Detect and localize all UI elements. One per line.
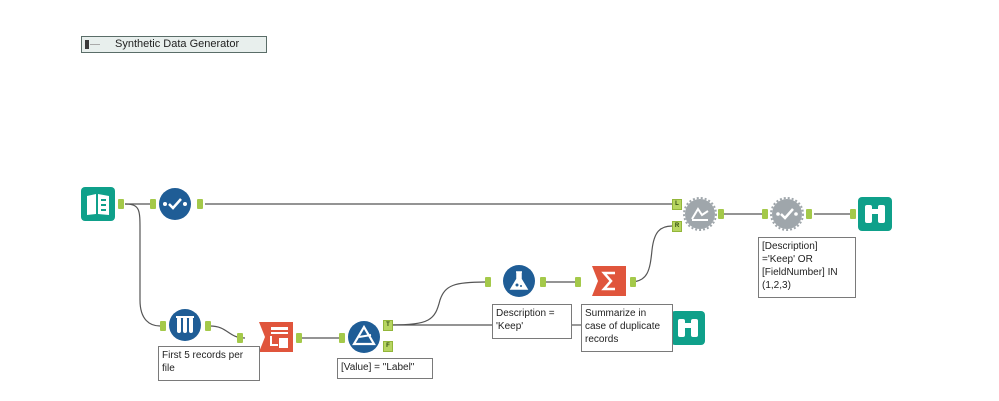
connector	[124, 203, 161, 327]
select-checkmark-icon	[159, 188, 191, 220]
right-input-anchor[interactable]: R	[672, 221, 682, 232]
input-anchor[interactable]	[339, 333, 345, 343]
input-anchor[interactable]	[575, 277, 581, 287]
connector	[389, 281, 486, 326]
input-anchor[interactable]	[150, 199, 156, 209]
dynamic-rename-tool[interactable]	[259, 320, 293, 354]
true-anchor[interactable]: T	[383, 320, 393, 331]
join-tool[interactable]	[683, 197, 717, 231]
sample-annotation: First 5 records per file	[158, 346, 260, 381]
binoculars-icon	[671, 311, 705, 345]
sample-tool[interactable]	[168, 308, 202, 342]
gear-checkmark-icon	[770, 197, 804, 231]
tool-container[interactable]: Synthetic Data Generator	[81, 36, 267, 53]
summarize-annotation: Summarize in case of duplicate records	[581, 304, 673, 352]
output-anchor[interactable]	[540, 277, 546, 287]
output-anchor[interactable]	[197, 199, 203, 209]
summarize-tool[interactable]	[592, 264, 626, 298]
test-tubes-icon	[169, 309, 201, 341]
left-input-anchor[interactable]: L	[672, 199, 682, 210]
input-anchor[interactable]	[485, 277, 491, 287]
sigma-icon	[592, 266, 626, 296]
input-anchor[interactable]	[762, 209, 768, 219]
binoculars-icon	[858, 197, 892, 231]
filter-triangle-icon	[348, 321, 380, 353]
filter-tool-2[interactable]	[770, 197, 804, 231]
output-anchor[interactable]	[630, 277, 636, 287]
connector	[629, 225, 673, 283]
formula-annotation: Description = 'Keep'	[492, 304, 572, 339]
select-tool[interactable]	[158, 187, 192, 221]
input-data-tool[interactable]	[81, 187, 115, 221]
output-anchor[interactable]	[205, 321, 211, 331]
output-anchor[interactable]	[718, 209, 724, 219]
container-collapse-icon[interactable]	[85, 40, 89, 49]
flask-icon	[503, 265, 535, 297]
divider	[90, 44, 100, 45]
browse-tool[interactable]	[671, 311, 705, 345]
filter-annotation: [Value] = "Label"	[337, 358, 433, 379]
output-anchor[interactable]	[118, 199, 124, 209]
gear-join-icon	[683, 197, 717, 231]
input-anchor[interactable]	[850, 209, 856, 219]
final-filter-annotation: [Description] ='Keep' OR [FieldNumber] I…	[758, 237, 856, 298]
false-anchor[interactable]: F	[383, 341, 393, 352]
output-anchor[interactable]	[806, 209, 812, 219]
dynamic-input-icon	[259, 322, 293, 352]
formula-tool[interactable]	[502, 264, 536, 298]
input-anchor[interactable]	[160, 321, 166, 331]
filter-tool[interactable]	[347, 320, 381, 354]
input-anchor[interactable]	[237, 333, 243, 343]
output-anchor[interactable]	[296, 333, 302, 343]
container-title: Synthetic Data Generator	[115, 38, 240, 50]
browse-tool-2[interactable]	[858, 197, 892, 231]
book-icon	[81, 187, 115, 221]
